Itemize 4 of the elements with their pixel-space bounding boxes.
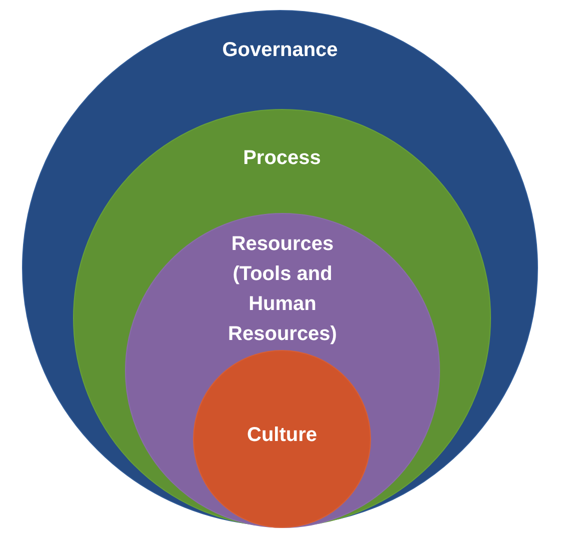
circle-label: Culture <box>246 423 318 448</box>
circle-label: Governance <box>221 38 339 63</box>
circle-label: Resources (Tools and Human Resources) <box>227 232 338 347</box>
circle-label: Process <box>242 146 322 171</box>
